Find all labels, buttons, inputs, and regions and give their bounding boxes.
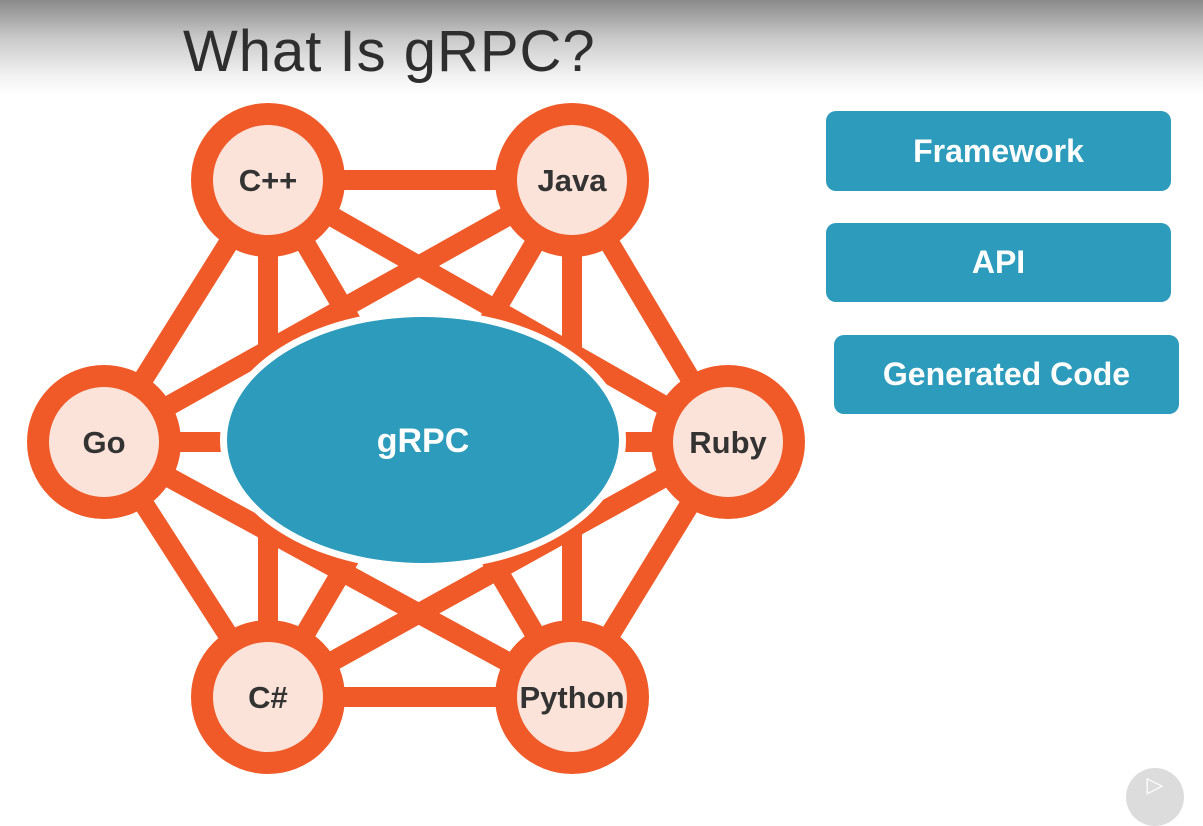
node-cpp: C++ [191, 103, 345, 257]
node-label-cpp: C++ [239, 163, 298, 198]
node-circle [191, 103, 345, 257]
play-logo-icon: ▷ [1126, 768, 1184, 826]
node-circle [191, 620, 345, 774]
node-circle [27, 365, 181, 519]
edge-go-python [99, 433, 577, 706]
title-bar-shade [0, 0, 1203, 95]
tag-api-label: API [971, 244, 1026, 280]
node-label-ruby: Ruby [689, 425, 767, 460]
node-circle [495, 620, 649, 774]
node-label-go: Go [82, 425, 125, 460]
node-label-csharp: C# [248, 680, 288, 715]
tag-generated-code-label: Generated Code [882, 356, 1131, 392]
tag-api: API [826, 223, 1171, 302]
node-go: Go [27, 365, 181, 519]
hub-ellipse [227, 317, 619, 563]
node-circle [651, 365, 805, 519]
node-label-java: Java [538, 163, 608, 198]
node-circle [495, 103, 649, 257]
tag-framework-label: Framework [913, 132, 1084, 169]
node-ruby: Ruby [651, 365, 805, 519]
page-title: What Is gRPC? [183, 19, 596, 84]
node-label-python: Python [519, 680, 624, 715]
node-python: Python [495, 620, 649, 774]
edge-java-go [99, 171, 577, 451]
grpc-hub: gRPC [220, 310, 626, 570]
edge-ruby-csharp [263, 433, 733, 706]
node-csharp: C# [191, 620, 345, 774]
tag-framework: Framework [826, 111, 1171, 191]
node-java: Java [495, 103, 649, 257]
tag-generated-code: Generated Code [834, 335, 1179, 414]
hub-label: gRPC [377, 422, 470, 460]
